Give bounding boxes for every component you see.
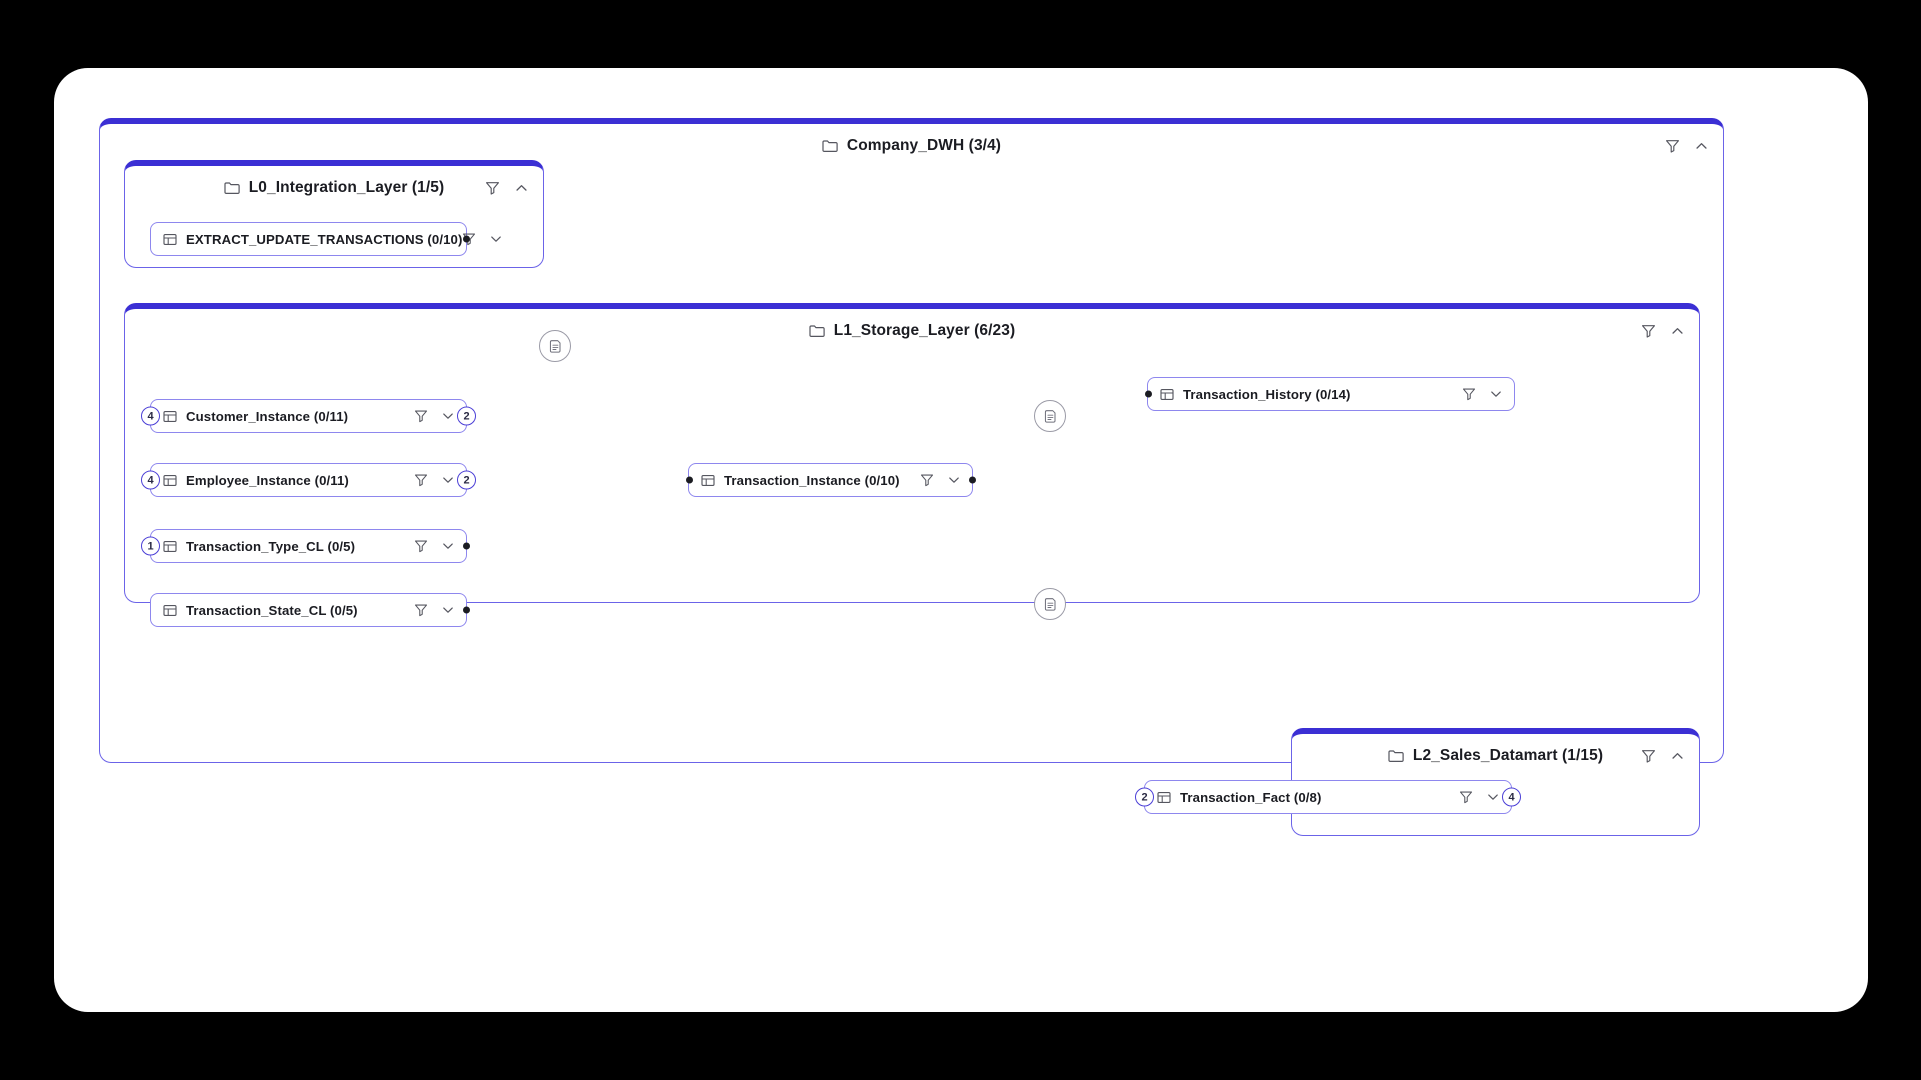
table-icon bbox=[163, 410, 177, 423]
filter-icon[interactable] bbox=[1641, 324, 1656, 339]
node-label: Transaction_History (0/14) bbox=[1183, 386, 1351, 402]
node-label: Transaction_Instance (0/10) bbox=[724, 472, 900, 488]
script-icon bbox=[548, 339, 563, 354]
node-label: EXTRACT_UPDATE_TRANSACTIONS (0/10) bbox=[186, 231, 463, 247]
node-transaction-fact[interactable]: 2 Transaction_Fact (0/8) bbox=[1135, 780, 1521, 814]
table-icon bbox=[163, 474, 177, 487]
input-port-badge[interactable]: 2 bbox=[1135, 787, 1154, 807]
chevron-up-icon[interactable] bbox=[1670, 749, 1685, 764]
input-port-badge[interactable]: 1 bbox=[141, 536, 160, 556]
group-actions-l1 bbox=[1641, 324, 1685, 339]
filter-icon[interactable] bbox=[1641, 749, 1656, 764]
filter-icon[interactable] bbox=[920, 473, 934, 487]
group-title-l0: L0_Integration_Layer (1/5) bbox=[224, 179, 445, 197]
group-title-company-dwh: Company_DWH (3/4) bbox=[822, 137, 1001, 155]
output-port[interactable] bbox=[462, 606, 470, 614]
chevron-up-icon[interactable] bbox=[1670, 324, 1685, 339]
folder-icon bbox=[822, 139, 838, 153]
lineage-canvas[interactable]: Company_DWH (3/4) bbox=[54, 68, 1868, 1012]
node-actions bbox=[414, 539, 455, 553]
table-icon bbox=[163, 604, 177, 617]
node-employee-instance[interactable]: 4 Employee_Instance (0/11) bbox=[141, 463, 476, 497]
chevron-down-icon[interactable] bbox=[489, 232, 503, 246]
group-header-l2: L2_Sales_Datamart (1/15) bbox=[1292, 734, 1699, 778]
node-label: Customer_Instance (0/11) bbox=[186, 408, 349, 424]
filter-icon[interactable] bbox=[485, 181, 500, 196]
group-name-l0: L0_Integration_Layer (1/5) bbox=[248, 179, 445, 196]
node-actions bbox=[414, 473, 455, 487]
node-label: Transaction_Type_CL (0/5) bbox=[186, 538, 356, 554]
filter-icon[interactable] bbox=[1462, 387, 1476, 401]
script-icon bbox=[1043, 597, 1058, 612]
output-port[interactable] bbox=[968, 476, 976, 484]
edge-marker-instance-to-fact[interactable] bbox=[1034, 588, 1066, 620]
node-label: Transaction_Fact (0/8) bbox=[1180, 789, 1322, 805]
filter-icon[interactable] bbox=[414, 409, 428, 423]
chevron-down-icon[interactable] bbox=[947, 473, 961, 487]
output-port-badge[interactable]: 2 bbox=[457, 406, 476, 426]
table-icon bbox=[701, 474, 715, 487]
folder-icon bbox=[809, 324, 825, 338]
edge-marker-instance-to-history[interactable] bbox=[1034, 400, 1066, 432]
group-name-l2: L2_Sales_Datamart (1/15) bbox=[1412, 747, 1604, 764]
filter-icon[interactable] bbox=[414, 603, 428, 617]
node-actions bbox=[920, 473, 961, 487]
table-icon bbox=[163, 540, 177, 553]
node-actions bbox=[1462, 387, 1503, 401]
chevron-down-icon[interactable] bbox=[1489, 387, 1503, 401]
chevron-down-icon[interactable] bbox=[441, 409, 455, 423]
folder-icon bbox=[224, 181, 240, 195]
node-label: Transaction_State_CL (0/5) bbox=[186, 602, 358, 618]
output-port[interactable] bbox=[462, 542, 470, 550]
table-icon bbox=[1157, 791, 1171, 804]
input-port-badge[interactable]: 4 bbox=[141, 470, 160, 490]
node-transaction-instance[interactable]: Transaction_Instance (0/10) bbox=[685, 463, 976, 497]
chevron-down-icon[interactable] bbox=[441, 539, 455, 553]
filter-icon[interactable] bbox=[414, 473, 428, 487]
node-extract-update-transactions[interactable]: EXTRACT_UPDATE_TRANSACTIONS (0/10) bbox=[150, 222, 502, 256]
edge-marker-extract-to-instance[interactable] bbox=[539, 330, 571, 362]
chevron-down-icon[interactable] bbox=[441, 603, 455, 617]
group-name-company-dwh: Company_DWH (3/4) bbox=[846, 137, 1002, 154]
input-port[interactable] bbox=[685, 476, 693, 484]
chevron-down-icon[interactable] bbox=[441, 473, 455, 487]
chevron-up-icon[interactable] bbox=[514, 181, 529, 196]
filter-icon[interactable] bbox=[1459, 790, 1473, 804]
group-header-l0: L0_Integration_Layer (1/5) bbox=[125, 166, 543, 210]
node-customer-instance[interactable]: 4 Customer_Instance (0/11) bbox=[141, 399, 476, 433]
chevron-down-icon[interactable] bbox=[1486, 790, 1500, 804]
node-transaction-history[interactable]: Transaction_History (0/14) bbox=[1144, 377, 1515, 411]
filter-icon[interactable] bbox=[1665, 139, 1680, 154]
node-transaction-type-cl[interactable]: 1 Transaction_Type_CL (0/5) bbox=[141, 529, 470, 563]
group-name-l1: L1_Storage_Layer (6/23) bbox=[833, 322, 1016, 339]
node-label: Employee_Instance (0/11) bbox=[186, 472, 349, 488]
input-port-badge[interactable]: 4 bbox=[141, 406, 160, 426]
output-port-badge[interactable]: 4 bbox=[1502, 787, 1521, 807]
node-transaction-state-cl[interactable]: Transaction_State_CL (0/5) bbox=[150, 593, 470, 627]
node-actions bbox=[1459, 790, 1500, 804]
group-actions-l2 bbox=[1641, 749, 1685, 764]
folder-icon bbox=[1388, 749, 1404, 763]
chevron-up-icon[interactable] bbox=[1694, 139, 1709, 154]
output-port-badge[interactable]: 2 bbox=[457, 470, 476, 490]
group-actions-company-dwh bbox=[1665, 139, 1709, 154]
input-port[interactable] bbox=[1144, 390, 1152, 398]
table-icon bbox=[1160, 388, 1174, 401]
filter-icon[interactable] bbox=[414, 539, 428, 553]
group-title-l2: L2_Sales_Datamart (1/15) bbox=[1388, 747, 1603, 765]
group-header-company-dwh: Company_DWH (3/4) bbox=[100, 124, 1723, 168]
graph-root: Company_DWH (3/4) bbox=[54, 68, 1868, 1012]
group-header-l1: L1_Storage_Layer (6/23) bbox=[125, 309, 1699, 353]
table-icon bbox=[163, 233, 177, 246]
node-actions bbox=[414, 409, 455, 423]
node-actions bbox=[414, 603, 455, 617]
group-title-l1: L1_Storage_Layer (6/23) bbox=[809, 322, 1016, 340]
script-icon bbox=[1043, 409, 1058, 424]
output-port[interactable] bbox=[462, 235, 470, 243]
group-actions-l0 bbox=[485, 181, 529, 196]
